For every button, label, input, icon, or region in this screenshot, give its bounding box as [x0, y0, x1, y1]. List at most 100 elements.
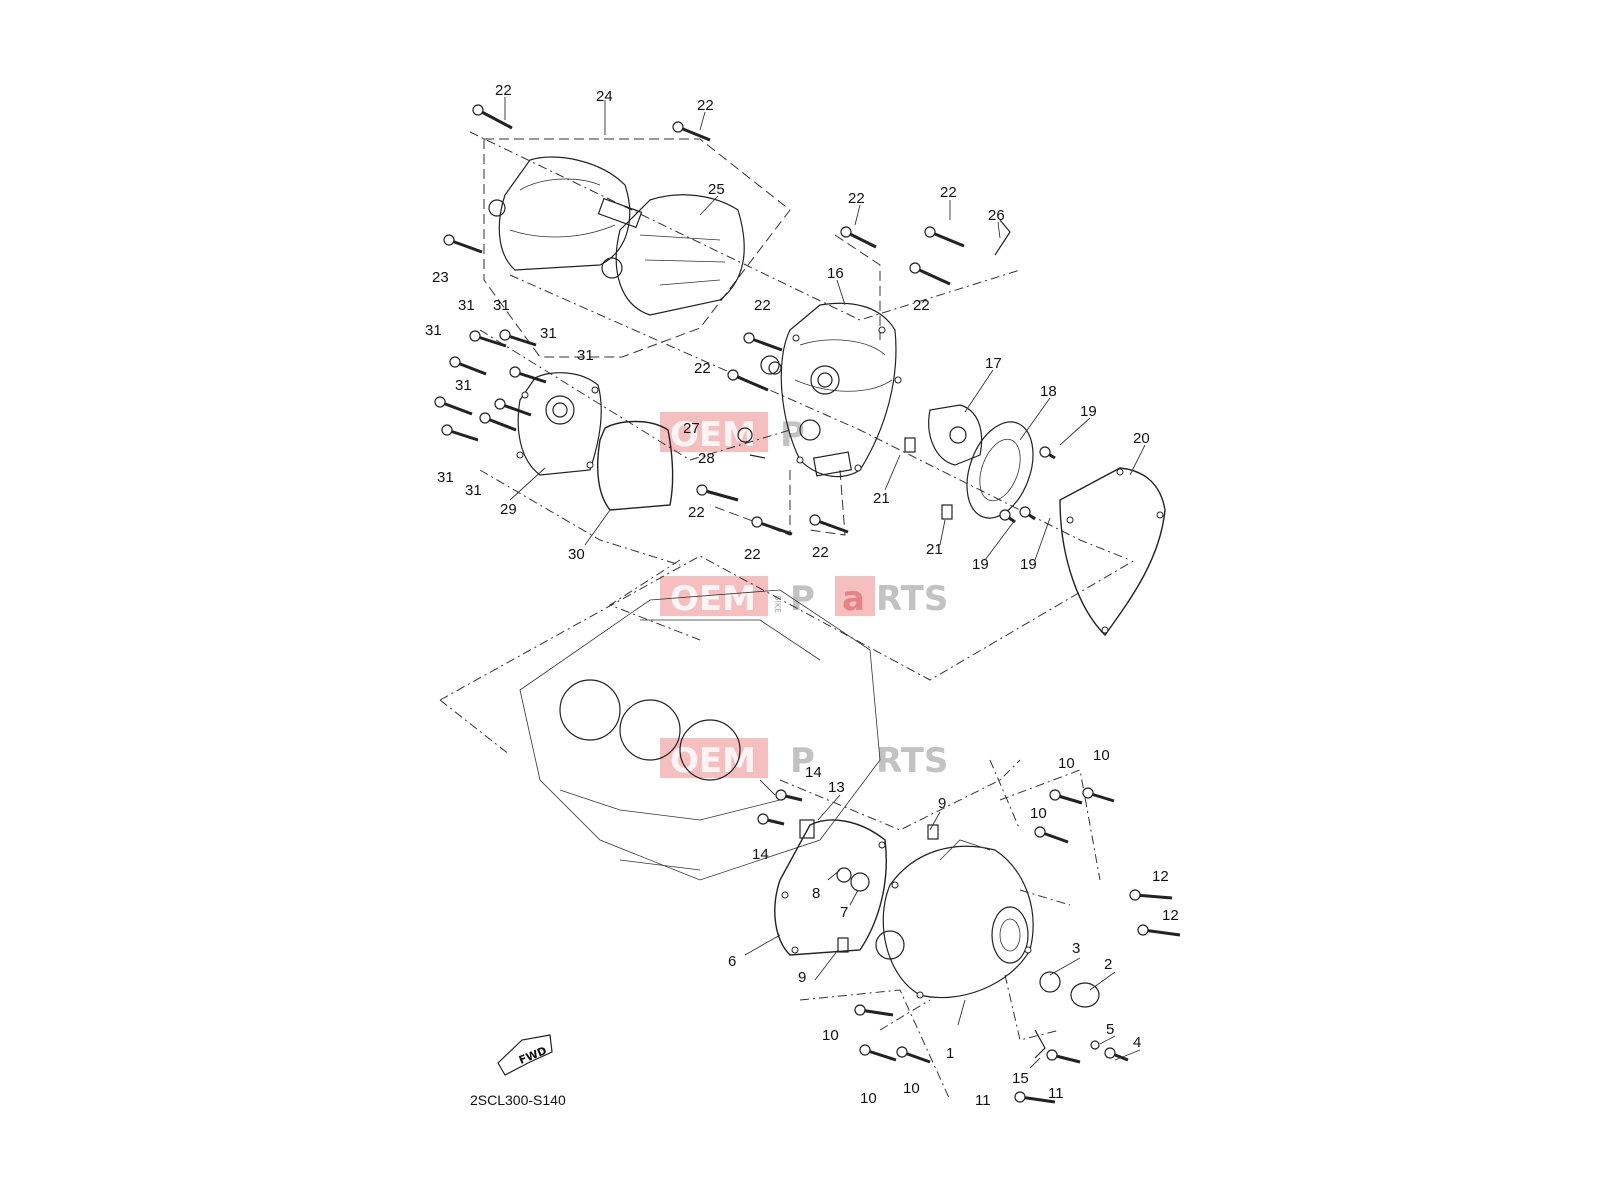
bolt-head	[1034, 826, 1046, 838]
callout-10: 10	[903, 1080, 920, 1097]
callout-28: 28	[698, 450, 715, 467]
bolt-shaft	[814, 518, 849, 534]
callout-17: 17	[985, 355, 1002, 372]
callout-19: 19	[1080, 403, 1097, 420]
callout-20: 20	[1133, 430, 1150, 447]
bolt-head	[1082, 787, 1094, 799]
callout-5: 5	[1106, 1021, 1114, 1038]
callout-9: 9	[798, 969, 806, 986]
watermark-top: OEM P	[660, 412, 805, 455]
callout-11: 11	[1048, 1085, 1064, 1102]
bolt-shaft	[477, 108, 513, 130]
bolt-head	[896, 1046, 908, 1058]
callout-23: 23	[432, 269, 449, 286]
bolt-head	[743, 332, 755, 344]
bolt-shaft	[914, 266, 951, 286]
bolt-head	[1046, 1049, 1058, 1061]
bolt-head	[727, 369, 739, 381]
bolt-head	[472, 104, 484, 116]
callout-13: 13	[828, 779, 845, 796]
bolt-head	[757, 813, 769, 825]
callout-22: 22	[940, 184, 957, 201]
bolt-head	[909, 262, 921, 274]
bolt-head	[809, 514, 821, 526]
callout-2: 2	[1104, 956, 1112, 973]
bolt-shaft	[756, 520, 793, 536]
callout-31: 31	[437, 469, 454, 486]
callout-27: 27	[683, 420, 700, 437]
crankcase-cover-16	[760, 302, 902, 478]
oil-seal	[768, 361, 782, 375]
callout-22: 22	[688, 504, 705, 521]
callout-31: 31	[465, 482, 482, 499]
dowel-9a	[927, 824, 939, 840]
bolt-shaft	[448, 238, 483, 254]
bolt-head	[696, 484, 708, 496]
callout-10: 10	[1093, 747, 1110, 764]
spring-28	[749, 454, 766, 459]
watermark-oem-text: OEM	[670, 579, 756, 619]
part-13	[799, 819, 815, 839]
callout-8: 8	[812, 885, 820, 902]
callout-31: 31	[493, 297, 510, 314]
callout-31: 31	[455, 377, 472, 394]
bolts-group	[434, 104, 1181, 1104]
crankcase-cover-24	[488, 156, 643, 271]
callout-1: 1	[946, 1045, 954, 1062]
callout-19: 19	[972, 556, 989, 573]
callout-22: 22	[744, 546, 761, 563]
callout-31: 31	[577, 347, 594, 364]
callout-14: 14	[805, 764, 822, 781]
callout-25: 25	[708, 181, 725, 198]
bolt-head	[1104, 1047, 1116, 1059]
part-17-pickup-rotor	[928, 404, 983, 466]
fwd-label: FWD	[517, 1044, 549, 1067]
bolt-head	[859, 1044, 871, 1056]
bolt-head	[499, 329, 511, 341]
callout-18: 18	[1040, 383, 1057, 400]
callout-14: 14	[752, 846, 769, 863]
small-parts-lower	[737, 219, 1100, 1059]
callout-10: 10	[1058, 755, 1075, 772]
bracket-26	[994, 219, 1011, 256]
callout-leaders	[504, 97, 1146, 1069]
bolt-head	[434, 396, 446, 408]
callout-21: 21	[926, 541, 943, 558]
bolt-head	[1019, 506, 1031, 518]
gasket-6	[774, 819, 887, 956]
watermark-middle: OEM BIKE P a RTS	[660, 576, 948, 619]
callout-22: 22	[754, 297, 771, 314]
callout-12: 12	[1152, 868, 1169, 885]
bolt-shaft	[732, 373, 769, 392]
callout-22: 22	[812, 544, 829, 561]
bolt-shaft	[929, 230, 965, 248]
bolt-shaft	[439, 400, 473, 416]
callout-31: 31	[540, 325, 557, 342]
callout-31: 31	[458, 297, 475, 314]
watermark-oem-text: OEM	[670, 415, 756, 455]
part-18-plate	[966, 421, 1034, 519]
callout-10: 10	[860, 1090, 877, 1107]
bolt-head	[449, 356, 461, 368]
gasket-20	[1059, 467, 1166, 637]
bolt-shaft	[748, 336, 783, 352]
callout-15: 15	[1012, 1070, 1029, 1087]
watermark-parts-rts: RTS	[876, 741, 948, 781]
crankcase-cover-1	[875, 839, 1034, 999]
watermark-parts-p: P	[790, 741, 815, 781]
bolt-head	[1137, 924, 1149, 936]
callout-22: 22	[913, 297, 930, 314]
o-ring-3	[1039, 971, 1061, 993]
callout-10: 10	[822, 1027, 839, 1044]
plug-2	[1070, 982, 1100, 1008]
bolt-shaft	[677, 125, 711, 142]
callout-22: 22	[495, 82, 512, 99]
callout-24: 24	[596, 88, 613, 105]
callout-21: 21	[873, 490, 890, 507]
bolt-shaft	[701, 488, 739, 502]
bolt-head	[751, 516, 763, 528]
callout-3: 3	[1072, 940, 1080, 957]
bolt-head	[840, 226, 852, 238]
bolt-head	[672, 121, 684, 133]
callout-10: 10	[1030, 805, 1047, 822]
